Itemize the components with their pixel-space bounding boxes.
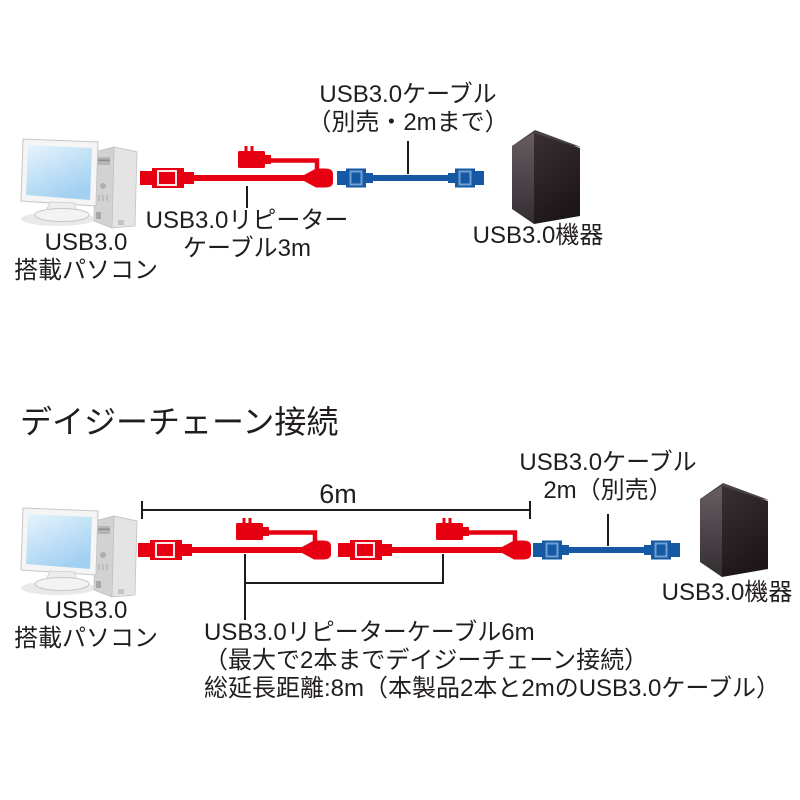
device-label: USB3.0機器: [661, 579, 793, 606]
dimension-line-6m: [141, 501, 531, 519]
pc-label: USB3.0 搭載パソコン: [14, 229, 158, 284]
device-label: USB3.0機器: [472, 222, 604, 249]
device-icon: [512, 130, 581, 224]
usb-cable-label: USB3.0ケーブル （別売・2mまで）: [307, 81, 509, 136]
pc-label: USB3.0 搭載パソコン: [14, 597, 158, 652]
red-repeater-cable: [140, 146, 333, 188]
pc-icon: [20, 138, 138, 229]
bracket-line-repeater-note: [244, 554, 444, 620]
repeater-note-text: USB3.0リピーターケーブル6m （最大で2本までデイジーチェーン接続） 総延…: [204, 619, 780, 702]
red-repeater-cable-2: [338, 518, 531, 560]
dimension-6m-label: 6m: [319, 479, 357, 509]
daisy-chain-title: デイジーチェーン接続: [20, 404, 339, 440]
blue-usb-cable: [532, 539, 681, 561]
usb-cable-label: USB3.0ケーブル 2m（別売）: [519, 449, 697, 504]
repeater-cable-label: USB3.0リピーター ケーブル3m: [145, 207, 349, 262]
red-repeater-cable-1: [138, 518, 331, 560]
pc-icon: [20, 507, 138, 598]
blue-usb-cable: [336, 167, 485, 189]
